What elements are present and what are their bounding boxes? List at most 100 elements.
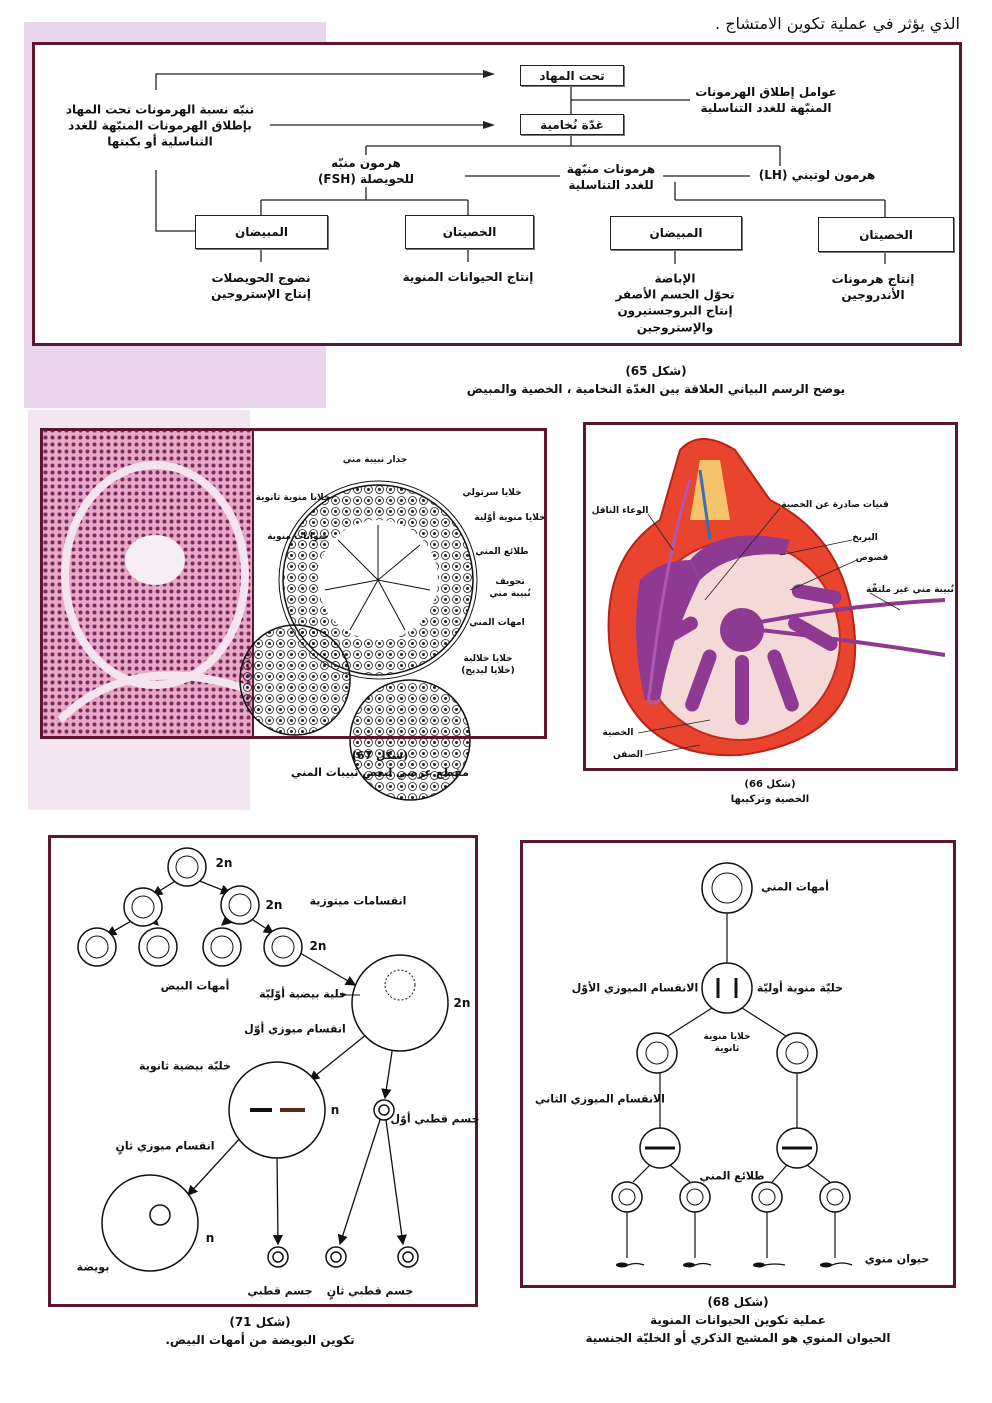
label-spermatids: طلائع المني [475, 546, 529, 557]
label-lobules: فصوص [855, 552, 889, 563]
label-tubule-wall: جدار نبيبة مني [342, 454, 408, 465]
ploidy-secondary: n [330, 1102, 340, 1117]
label-primary-spermatocyte: خليّة منوية أوليّة [756, 981, 844, 995]
ovum [101, 1174, 199, 1272]
ploidy-level2: 2n [265, 897, 283, 912]
fig65-frame [32, 42, 962, 346]
figure-number: (شكل 66) [744, 779, 796, 790]
figure-caption: عملية تكوين الحيوانات المنوية [650, 1313, 826, 1327]
label-line: إنتاج الإستروجين [211, 287, 311, 301]
figure-number: (شكل 67) [351, 749, 409, 762]
label-uncoiled-tubule: نُبيبة مني غير ملتفّة [866, 584, 954, 595]
label-line: نضوج الحويصلات [211, 270, 311, 285]
ploidy-primary: 2n [453, 995, 471, 1010]
label-secondary-oocyte: خليّة بيضية ثانوية [139, 1059, 231, 1073]
label-efferent-ducts: قنيات صادرة عن الخصية [781, 499, 889, 510]
ploidy-top: 2n [215, 855, 233, 870]
testes-lh-box: الخصيتان [818, 217, 954, 252]
label-spermatids-68: طلائع المني [699, 1169, 765, 1183]
feedback-note: تنبّه نسبة الهرمونات تحت المهاد بإطلاق ا… [66, 102, 254, 151]
sperm-cells [611, 862, 851, 1213]
label-first-polar-body: جسم قطبي أوّل [390, 1112, 480, 1126]
label-line: والإستروجين [636, 320, 714, 335]
label-primary-spermatocytes: خلايا منوية أوّلية [474, 512, 546, 523]
label-epididymis: البربخ [852, 532, 878, 543]
label-line: ثانوية [714, 1044, 740, 1054]
label-line: للحويصلة (FSH) [317, 172, 415, 186]
ovaries-lh-box: المبيضان [610, 216, 742, 250]
page-header-text: الذي يؤثر في عملية تكوين الامتشاج . [715, 14, 960, 33]
figure-caption: الخصية وتركيبها [730, 794, 810, 805]
primary-oocyte-nucleus [384, 969, 416, 1001]
testes-fsh-box: الخصيتان [405, 215, 534, 249]
label-line: الأندروجين [841, 288, 905, 302]
label-secondary-spermatocytes: خلايا منوية ثانوية [255, 492, 331, 503]
figure-caption: مقطع عرضي لبعض نُبيبات المني [291, 765, 469, 779]
label-mitotic-divisions: انقسامات ميتوزية [309, 894, 407, 908]
label-line: إنتاج هرمونات [831, 271, 915, 286]
hypothalamus-box: تحت المهاد [520, 65, 624, 86]
label-meiosis1: انقسام ميوزي أوّل [244, 1022, 346, 1036]
label-meiosis1-68: الانقسام الميوزي الأوّل [571, 981, 699, 995]
label-line: الإباضة [654, 271, 696, 286]
figure-caption: يوضح الرسم البياني العلاقة بين الغدّة ال… [466, 382, 846, 396]
label-line: (خلايا ليديج) [461, 666, 515, 676]
label-ovum: بويضة [76, 1260, 110, 1274]
label-line: إنتاج الحيوانات المنوية [402, 269, 534, 284]
oogonia-cells [77, 847, 303, 967]
label-sperm: حيوانات منوية [267, 531, 329, 542]
label-line: تنبّه نسبة الهرمونات تحت المهاد [65, 102, 255, 117]
label-line: التناسلية أو بكبتها [107, 135, 213, 150]
label-line: خلايا خلالية [463, 653, 513, 664]
label-line: عوامل إطلاق الهرمونات [695, 84, 837, 99]
secondary-oocyte [228, 1061, 326, 1159]
seminiferous-tubule [278, 480, 478, 680]
outcome-testes-lh: إنتاج هرمونات الأندروجين [832, 271, 915, 303]
fig68-frame [520, 840, 956, 1288]
label-sertoli: خلايا سرتولي [462, 487, 522, 498]
label-vas-deferens: الوعاء الناقل [591, 505, 649, 516]
label-line: تجويف [495, 576, 525, 587]
outcome-ovaries-lh: الإباضة تحوّل الجسم الأصفر إنتاج البروجس… [615, 271, 734, 336]
label-sperm-68: حيوان منوي [864, 1252, 930, 1266]
label-meiosis2-68: الانقسام الميوزي الثاني [535, 1092, 665, 1106]
figure-number: (شكل 71) [229, 1315, 291, 1329]
label-line: هرمونات منبّهة [566, 161, 656, 176]
label-line: بإطلاق الهرمونات المنبّهة للغدد [68, 118, 252, 133]
label-line: المنبّهة للغدد التناسلية [700, 101, 832, 115]
label-second-polar-body: جسم قطبي ثانٍ [326, 1284, 414, 1298]
fsh-label: هرمون منبّه للحويصلة (FSH) [318, 155, 414, 187]
label-oogonia: أمهات البيض [160, 979, 230, 993]
primary-oocyte [351, 954, 449, 1052]
label-spermatogonia: امهات المني [469, 617, 525, 628]
releasing-factors-label: عوامل إطلاق الهرمونات المنبّهة للغدد الت… [695, 84, 837, 116]
outcome-ovaries-fsh: نضوج الحويصلات إنتاج الإستروجين [211, 270, 311, 302]
label-line: هرمون منبّه [331, 155, 401, 170]
lh-label: هرمون لوتيني (LH) [758, 167, 876, 182]
label-primary-oocyte: خلية بيضية أوّليّة [259, 987, 347, 1001]
label-line: للغدد التناسلية [568, 178, 654, 192]
label-line: نُبيبة مني [489, 589, 531, 599]
ovaries-fsh-box: المبيضان [195, 215, 328, 249]
ploidy-level3: 2n [309, 938, 327, 953]
figure-caption: تكوين البويضة من أمهات البيض. [165, 1333, 355, 1347]
fig66-caption: (شكل 66) الخصية وتركيبها [731, 777, 809, 807]
figure-number: (شكل 68) [707, 1295, 769, 1309]
ploidy-ovum: n [205, 1230, 215, 1245]
fig65-caption: (شكل 65) يوضح الرسم البياني العلاقة بين … [467, 362, 845, 398]
gonadotropins-label: هرمونات منبّهة للغدد التناسلية [567, 161, 655, 193]
label-spermatogonia-68: أمهات المني [761, 880, 829, 894]
outcome-testes-fsh: إنتاج الحيوانات المنوية [403, 269, 534, 285]
label-interstitial: خلايا خلالية (خلايا ليديج) [461, 653, 515, 677]
polar-bodies [267, 1099, 419, 1268]
label-polar-body: جسم قطبي [247, 1284, 313, 1298]
figure-caption-line2: الحيوان المنوي هو المشيج الذكري أو الخلي… [585, 1331, 891, 1345]
figure-number: (شكل 65) [625, 364, 687, 378]
fig67-caption: (شكل 67) مقطع عرضي لبعض نُبيبات المني [291, 748, 469, 781]
spermatozoa [618, 1262, 853, 1266]
